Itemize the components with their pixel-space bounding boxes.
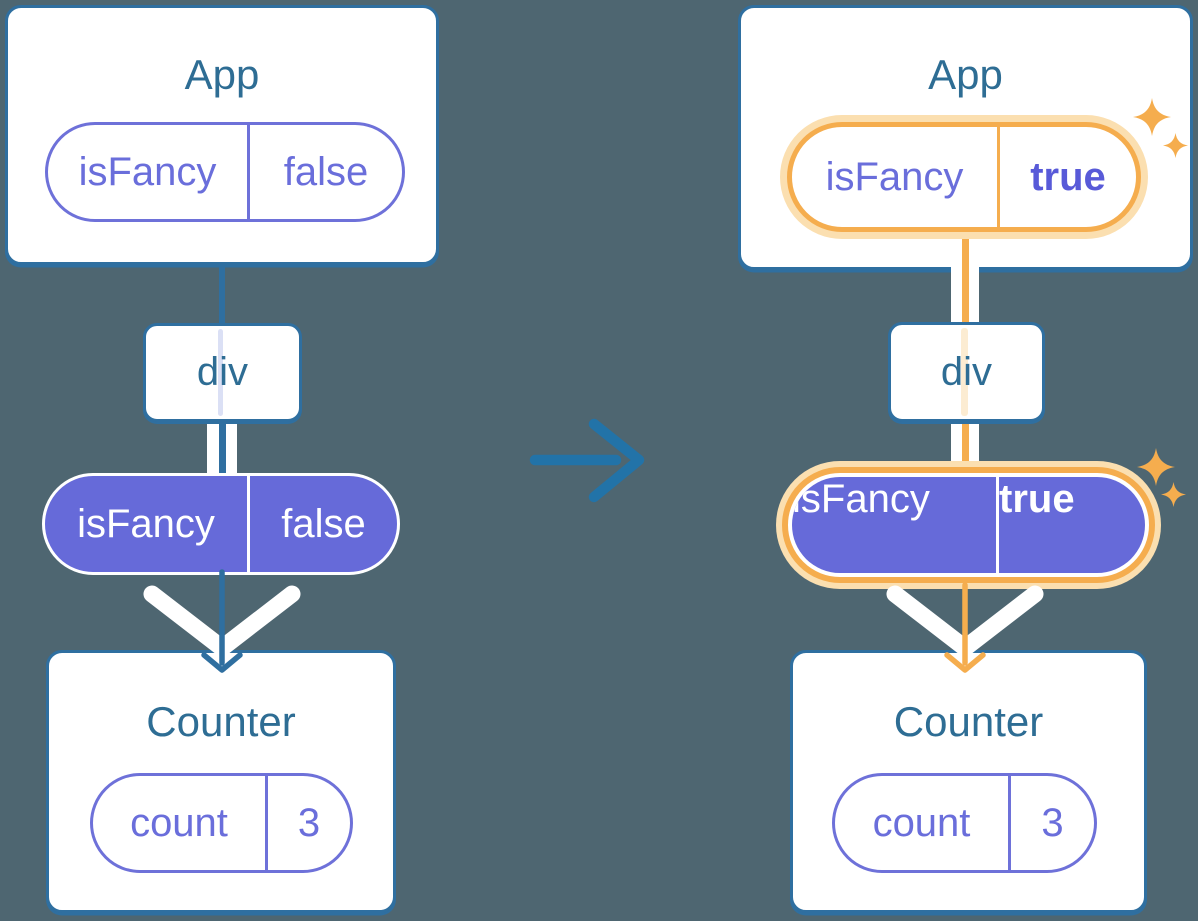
state-key: count	[872, 800, 971, 845]
sparkle-icon	[1133, 98, 1171, 136]
counter-card-title: Counter	[893, 698, 1044, 745]
counter-state-pill: count 3	[832, 773, 1097, 873]
state-value: 3	[1041, 800, 1064, 845]
arrow-right-icon	[529, 418, 645, 503]
app-prop-pill: isFancy false	[45, 122, 405, 222]
pill-divider	[265, 776, 268, 870]
arrow-down-icon	[886, 582, 1044, 673]
state-value: 3	[297, 800, 321, 845]
prop-key: isFancy	[77, 501, 215, 546]
flow-pipe-core	[218, 418, 226, 476]
sparkle-icon	[1161, 482, 1186, 507]
prop-value: false	[281, 501, 366, 546]
app-card-title: App	[928, 51, 1003, 98]
prop-value: true	[999, 477, 1075, 521]
prop-pass-through-line	[218, 329, 223, 416]
prop-key: isFancy	[78, 149, 217, 194]
pill-divider	[247, 125, 250, 219]
flow-pipe-core	[961, 418, 969, 476]
pill-divider	[997, 127, 1000, 227]
prop-value: true	[1030, 154, 1106, 199]
app-card-title: App	[184, 51, 260, 98]
edge-app-to-div	[219, 263, 225, 325]
div-node: div	[143, 323, 302, 422]
prop-value: false	[283, 149, 369, 194]
passed-prop-pill-highlighted: isFancy true	[782, 467, 1155, 583]
flow-pipe-core	[961, 267, 969, 326]
passed-prop-pill: isFancy false	[42, 473, 400, 575]
pill-divider	[996, 477, 999, 573]
arrow-down-icon	[143, 569, 301, 673]
prop-pass-through-line	[961, 328, 968, 416]
pill-divider	[1008, 776, 1011, 870]
div-node-label: div	[940, 349, 993, 394]
state-key: count	[130, 800, 228, 845]
flow-pipe-core	[961, 230, 969, 272]
app-prop-pill-highlighted: isFancy true	[787, 122, 1141, 232]
div-node-label: div	[196, 350, 249, 394]
prop-key: isFancy	[825, 154, 964, 199]
pill-divider	[247, 476, 250, 572]
counter-card-title: Counter	[146, 698, 296, 745]
sparkle-icon	[1137, 448, 1175, 486]
counter-state-pill: count 3	[90, 773, 353, 873]
sparkle-icon	[1163, 133, 1188, 158]
passed-prop-pill: isFancy true	[792, 477, 1145, 573]
div-node: div	[888, 322, 1045, 422]
prop-key: isFancy	[792, 477, 930, 521]
